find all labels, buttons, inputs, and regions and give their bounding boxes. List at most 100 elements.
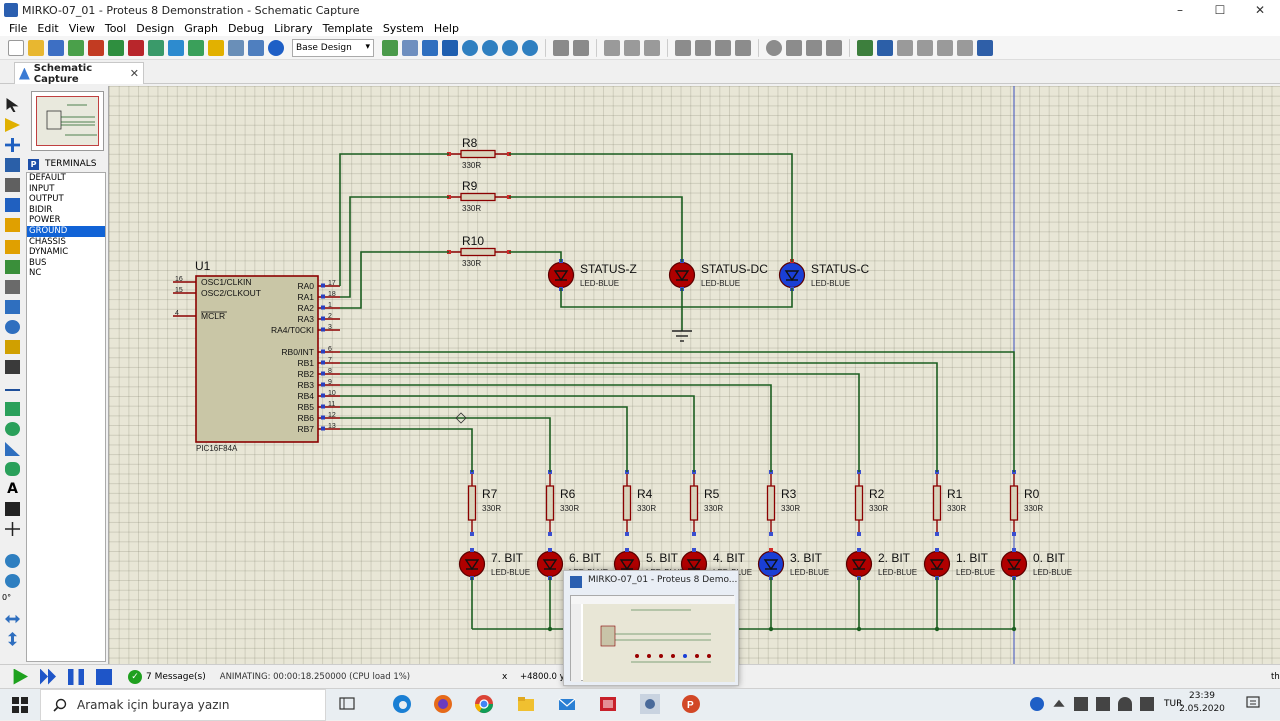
help-icon[interactable] <box>268 39 284 56</box>
text-script-icon[interactable] <box>5 178 20 192</box>
chevron-up-icon[interactable] <box>1053 699 1065 707</box>
refresh-icon[interactable] <box>382 39 398 56</box>
paste-icon[interactable] <box>644 39 660 56</box>
volume-icon[interactable] <box>1140 697 1154 711</box>
list-item[interactable]: NC <box>29 268 42 279</box>
menu-tool[interactable]: Tool <box>104 21 127 35</box>
arc-tool-icon[interactable] <box>5 442 20 456</box>
circle-tool-icon[interactable] <box>5 422 20 436</box>
rotation-angle[interactable]: 0° <box>2 593 12 602</box>
wire-autorouter-icon[interactable] <box>857 39 873 56</box>
block-delete-icon[interactable] <box>735 39 751 56</box>
list-item[interactable]: INPUT <box>29 183 55 194</box>
menu-design[interactable]: Design <box>136 21 175 35</box>
path-tool-icon[interactable] <box>5 462 20 476</box>
home-icon[interactable] <box>88 39 104 56</box>
powerpoint-icon[interactable]: P <box>681 694 701 714</box>
zoom-all-icon[interactable] <box>502 39 518 56</box>
box-tool-icon[interactable] <box>5 402 20 416</box>
design-select[interactable]: Base Design <box>292 38 374 57</box>
schematic-icon[interactable] <box>108 39 124 56</box>
list-item[interactable]: BIDIR <box>29 204 53 215</box>
3d-view-icon[interactable] <box>148 39 164 56</box>
new-file-icon[interactable] <box>8 39 24 56</box>
close-button[interactable]: ✕ <box>1254 3 1266 17</box>
gerber-icon[interactable] <box>168 39 184 56</box>
graph-mode-icon[interactable] <box>5 280 20 294</box>
zoom-out-icon[interactable] <box>482 39 498 56</box>
stop-icon[interactable] <box>96 668 112 685</box>
open-folder-icon[interactable] <box>28 39 44 56</box>
list-item[interactable]: BUS <box>29 257 47 268</box>
task-view-icon[interactable] <box>337 694 357 714</box>
mirror-x-icon[interactable] <box>5 614 20 624</box>
start-button[interactable] <box>0 696 40 713</box>
tape-recorder-icon[interactable] <box>5 300 20 314</box>
maximize-button[interactable]: ☐ <box>1214 3 1226 17</box>
buses-icon[interactable] <box>5 198 20 212</box>
symbol-tool-icon[interactable] <box>5 502 20 516</box>
rotate-anticlockwise-icon[interactable] <box>5 574 20 588</box>
origin-icon[interactable] <box>422 39 438 56</box>
pan-icon[interactable] <box>442 39 458 56</box>
message-count[interactable]: ✓ 7 Message(s) <box>128 669 206 684</box>
property-assignment-icon[interactable] <box>897 39 913 56</box>
line-tool-icon[interactable] <box>5 389 20 391</box>
text-tool-icon[interactable]: A <box>7 481 18 497</box>
design-explorer-icon[interactable] <box>188 39 204 56</box>
mail-icon[interactable] <box>557 694 577 714</box>
junction-dot-icon[interactable] <box>5 138 20 152</box>
zoom-area-icon[interactable] <box>522 39 538 56</box>
terminal-list[interactable]: DEFAULT INPUT OUTPUT BIDIR POWER GROUND … <box>26 172 106 662</box>
language-indicator[interactable]: TUR <box>1164 699 1183 709</box>
menu-help[interactable]: Help <box>433 21 459 35</box>
voltage-probe-icon[interactable] <box>5 340 20 354</box>
cut-icon[interactable] <box>604 39 620 56</box>
overview-viewport[interactable] <box>36 96 99 146</box>
markers-icon[interactable] <box>5 522 20 536</box>
menu-edit[interactable]: Edit <box>37 21 59 35</box>
step-icon[interactable] <box>40 668 56 685</box>
source-code-icon[interactable] <box>228 39 244 56</box>
component-mode-icon[interactable] <box>5 118 20 132</box>
notification-icon[interactable] <box>1246 696 1260 710</box>
list-item[interactable]: OUTPUT <box>29 194 64 205</box>
taskbar-thumbnail[interactable]: MIRKO-07_01 - Proteus 8 Demo... <box>563 570 739 686</box>
terminals-mode-icon[interactable] <box>5 240 20 254</box>
overview-window[interactable] <box>31 91 104 151</box>
subcircuit-icon[interactable] <box>5 218 20 232</box>
search-tag-icon[interactable] <box>877 39 893 56</box>
firefox-icon[interactable] <box>433 694 453 714</box>
menu-view[interactable]: View <box>68 21 95 35</box>
menu-template[interactable]: Template <box>322 21 373 35</box>
block-rotate-icon[interactable] <box>715 39 731 56</box>
pcb-icon[interactable] <box>128 39 144 56</box>
device-pins-icon[interactable] <box>5 260 20 274</box>
list-item[interactable]: DYNAMIC <box>29 247 69 258</box>
office-app-icon[interactable] <box>598 694 618 714</box>
block-move-icon[interactable] <box>695 39 711 56</box>
proteus-taskbar-icon[interactable] <box>640 694 660 714</box>
pick-button[interactable]: P <box>28 158 39 170</box>
wifi-icon[interactable] <box>1118 697 1132 711</box>
taskbar-clock[interactable]: 23:39 2.05.2020 <box>1178 690 1226 716</box>
list-item[interactable]: CHASSIS <box>29 236 66 247</box>
menu-file[interactable]: File <box>9 21 28 35</box>
copy-icon[interactable] <box>624 39 640 56</box>
virtual-instruments-icon[interactable] <box>5 360 20 374</box>
new-sheet-icon[interactable] <box>917 39 933 56</box>
tab-close-icon[interactable]: ✕ <box>129 67 139 80</box>
thumbnail-preview[interactable] <box>570 595 735 682</box>
play-icon[interactable] <box>13 668 28 685</box>
rotate-clockwise-icon[interactable] <box>5 554 20 568</box>
list-item[interactable]: POWER <box>29 215 61 226</box>
remove-sheet-icon[interactable] <box>937 39 953 56</box>
battery-icon[interactable] <box>1096 697 1110 711</box>
menu-debug[interactable]: Debug <box>227 21 265 35</box>
tab-schematic-capture[interactable]: Schematic Capture ✕ <box>14 62 144 85</box>
save-icon[interactable] <box>48 39 64 56</box>
list-item-selected[interactable]: GROUND <box>27 225 105 237</box>
pick-device-icon[interactable] <box>766 39 782 56</box>
menu-library[interactable]: Library <box>274 21 313 35</box>
electrical-rules-check-icon[interactable] <box>977 39 993 56</box>
